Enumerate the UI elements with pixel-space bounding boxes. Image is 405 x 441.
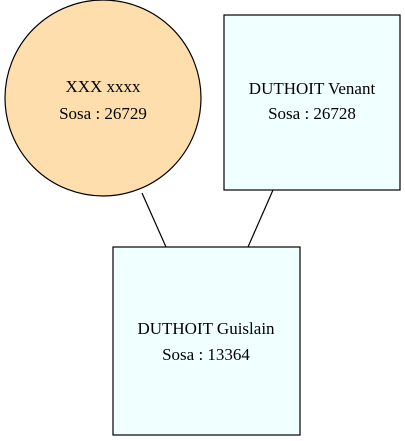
sosa-number: Sosa : 13364 [162,345,250,364]
edge-father-to-child [247,189,274,248]
sosa-number: Sosa : 26729 [59,104,147,123]
person-node-mother[interactable]: XXX xxxx Sosa : 26729 [4,0,202,197]
node-shape-box [112,246,301,436]
person-node-father[interactable]: DUTHOIT Venant Sosa : 26728 [223,14,401,191]
person-node-child[interactable]: DUTHOIT Guislain Sosa : 13364 [112,246,301,436]
person-name: XXX xxxx [65,77,141,96]
node-shape-circle [4,0,202,197]
node-shape-box [223,14,401,191]
person-name: DUTHOIT Guislain [137,319,275,338]
sosa-number: Sosa : 26728 [268,104,356,123]
edge-mother-to-child [141,192,167,248]
person-name: DUTHOIT Venant [249,79,376,98]
